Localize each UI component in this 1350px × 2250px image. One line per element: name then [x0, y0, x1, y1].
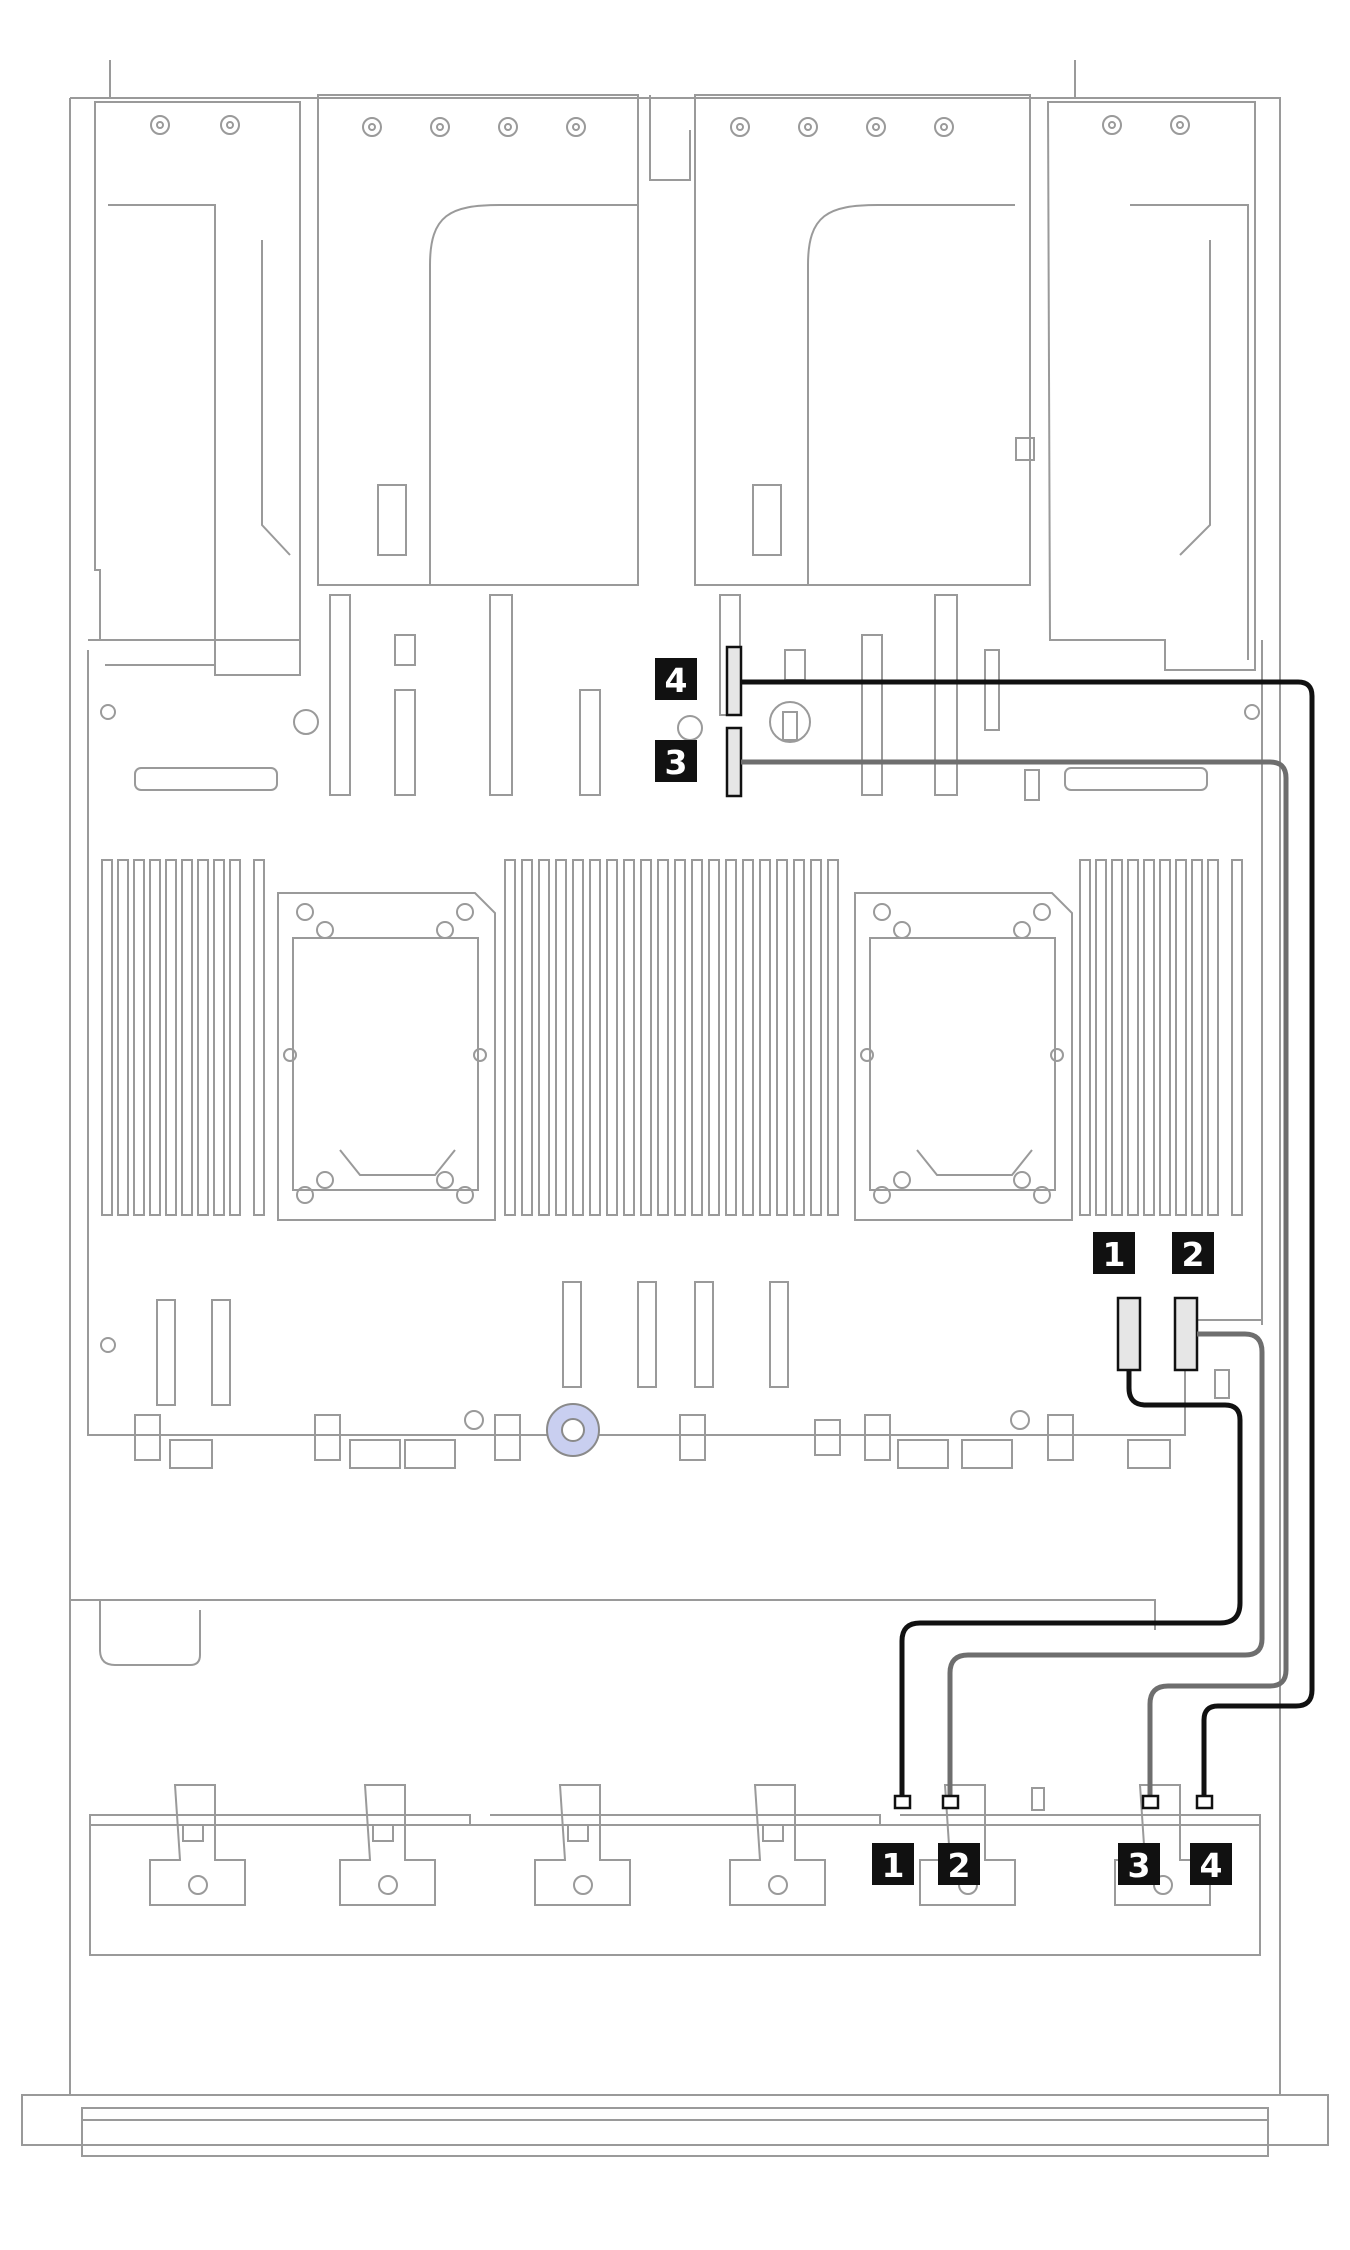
callout-mid-2: 2 — [1172, 1232, 1214, 1274]
callout-mid-1: 1 — [1093, 1232, 1135, 1274]
drive-latch-4 — [729, 1784, 826, 1906]
callout-top-3: 3 — [655, 740, 697, 782]
cable-2 — [947, 1331, 1265, 1798]
callout-label: 4 — [665, 661, 688, 700]
callout-label: 2 — [948, 1846, 971, 1885]
processor-socket-2 — [854, 892, 1073, 1221]
board-bottom-connectors — [134, 1403, 1171, 1469]
callout-top-4: 4 — [655, 658, 697, 700]
callout-bottom-2: 2 — [938, 1843, 980, 1885]
backplane-plug-1 — [893, 1794, 912, 1810]
riser-connector-3 — [725, 726, 743, 798]
riser-cage-left — [94, 101, 301, 676]
cable-4 — [741, 679, 1315, 1798]
callout-label: 3 — [1128, 1846, 1151, 1885]
riser-cage-center-right — [694, 94, 1035, 586]
riser-cage-center-left — [317, 94, 691, 586]
callout-bottom-1: 1 — [872, 1843, 914, 1885]
drive-latch-2 — [339, 1784, 436, 1906]
drive-latch-1 — [149, 1784, 246, 1906]
drive-backplane — [89, 1784, 1261, 1956]
callout-label: 1 — [1103, 1235, 1126, 1274]
dimm-bank-left — [101, 859, 265, 1216]
callout-label: 4 — [1200, 1846, 1223, 1885]
backplane-plug-4 — [1195, 1794, 1214, 1810]
callout-label: 1 — [882, 1846, 905, 1885]
backplane-plug-2 — [941, 1794, 960, 1810]
processor-socket-1 — [277, 892, 496, 1221]
callout-bottom-3: 3 — [1118, 1843, 1160, 1885]
riser-connector-4 — [725, 645, 743, 717]
chassis — [21, 60, 1329, 2157]
board-connector-1 — [1116, 1296, 1142, 1372]
fan-area — [70, 1599, 1156, 1666]
onboard-connectors-lower — [156, 1281, 1230, 1406]
board-connector-2 — [1173, 1296, 1199, 1372]
cable-1 — [899, 1370, 1243, 1798]
callout-bottom-4: 4 — [1190, 1843, 1232, 1885]
backplane-plug-3 — [1141, 1794, 1160, 1810]
callout-label: 2 — [1182, 1235, 1205, 1274]
cable-3 — [741, 759, 1289, 1798]
dimm-bank-right — [1079, 859, 1243, 1216]
callout-label: 3 — [665, 743, 688, 782]
drive-latch-3 — [534, 1784, 631, 1906]
dimm-bank-center — [504, 859, 839, 1216]
riser-cage-right — [1046, 101, 1256, 671]
